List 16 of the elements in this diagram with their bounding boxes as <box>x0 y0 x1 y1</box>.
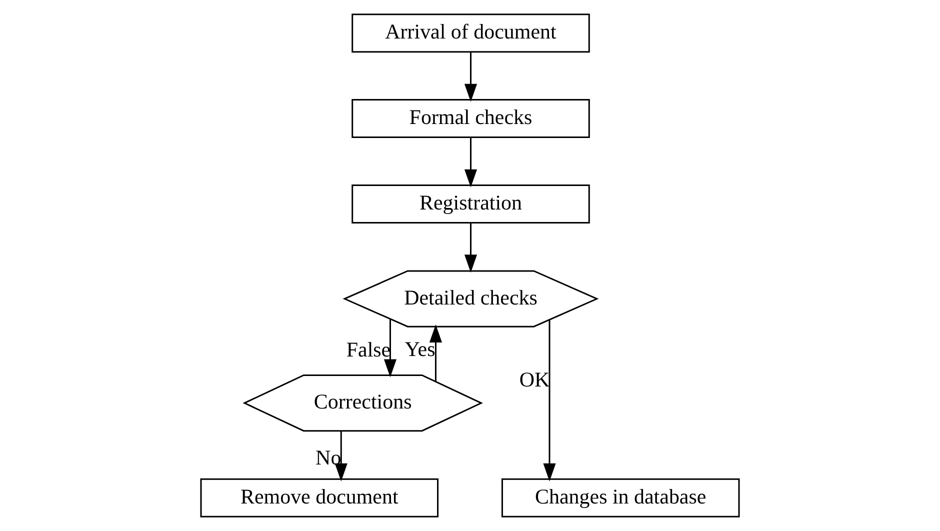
node-box: Changes in database <box>501 478 740 518</box>
arrow <box>464 222 478 273</box>
edge-label: False <box>346 337 391 362</box>
edge-label: Yes <box>404 336 436 361</box>
node-box: Remove document <box>200 478 439 518</box>
arrow <box>464 138 478 188</box>
edge-label: No <box>316 445 342 470</box>
node-box: Formal checks <box>352 99 590 138</box>
arrow <box>429 324 442 382</box>
arrow <box>464 52 478 102</box>
arrow <box>543 320 556 482</box>
edge-label: OK <box>519 367 550 392</box>
arrow <box>334 430 348 482</box>
arrow <box>384 319 397 378</box>
node-box: Registration <box>352 184 590 224</box>
node-box: Arrival of document <box>352 14 590 53</box>
